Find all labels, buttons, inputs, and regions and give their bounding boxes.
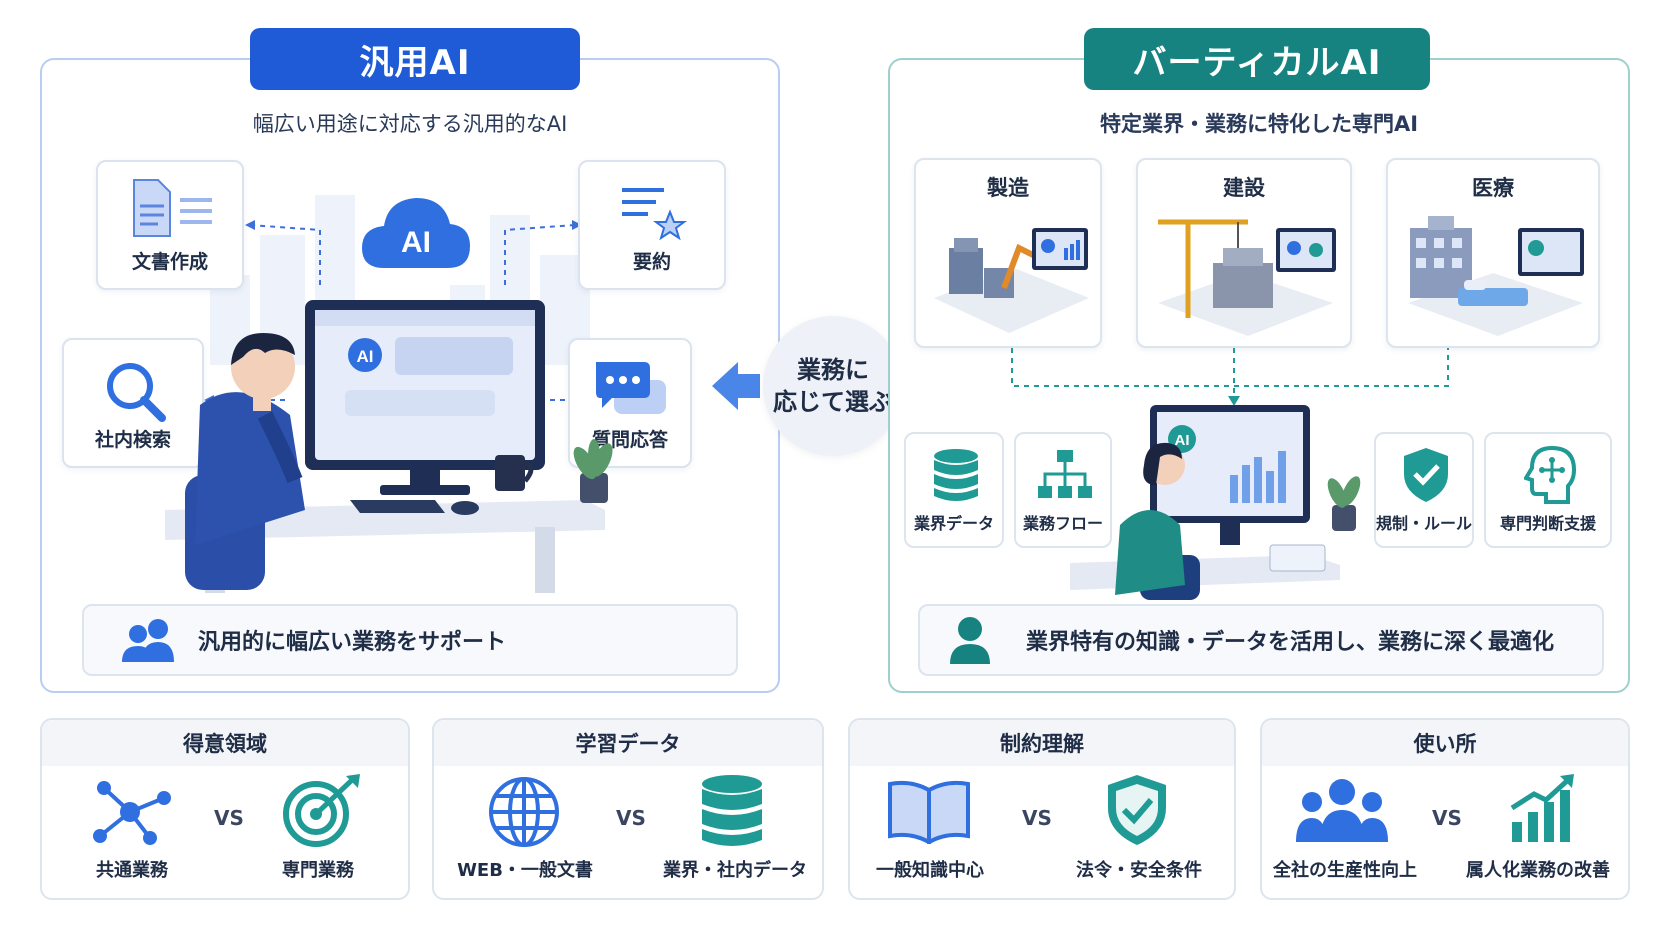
- specialist-worker-illustration: AI: [1070, 405, 1361, 600]
- sector-manufacturing-label: 製造: [987, 176, 1029, 200]
- internal-search-label: 社内検索: [94, 429, 171, 451]
- hospital-illustration: [1408, 216, 1584, 336]
- comparison-training-data-right: 業界・社内データ: [663, 860, 807, 881]
- users-icon: [122, 619, 174, 662]
- comparison-use-case-left: 全社の生産性向上: [1273, 860, 1417, 881]
- office-worker-illustration: AI: [165, 300, 613, 593]
- summary-list-icon: [622, 188, 687, 240]
- comparison-training-data: 学習データ VS WEB・一般文書 業界・社内データ: [432, 718, 824, 900]
- comparison-constraints-head: 制約理解: [850, 720, 1234, 766]
- sector-construction-label: 建設: [1223, 176, 1265, 200]
- doc-creation-card[interactable]: 文書作成: [96, 160, 244, 290]
- vertical-ai-subtitle: 特定業界・業務に特化した専門AI: [1099, 112, 1419, 136]
- comparison-strength-head: 得意領域: [42, 720, 408, 766]
- sector-connectors: [1011, 348, 1449, 406]
- general-ai-title: 汎用AI: [250, 28, 580, 90]
- growth-chart-icon: [1510, 774, 1574, 842]
- target-icon: [283, 774, 360, 847]
- general-ai-footer-text: 汎用的に幅広い業務をサポート: [198, 630, 507, 655]
- comparison-strength: 得意領域 VS 共通業務 専門業務: [40, 718, 410, 900]
- comparison-strength-right: 専門業務: [282, 860, 354, 881]
- comparison-constraints-left: 一般知識中心: [876, 860, 984, 881]
- brain-head-icon: [1524, 446, 1576, 504]
- flowchart-icon: [1038, 450, 1092, 498]
- comparison-training-data-vs: VS: [616, 806, 646, 830]
- svg-text:AI: AI: [401, 226, 431, 259]
- comparison-constraints: 制約理解 VS 一般知識中心 法令・安全条件: [848, 718, 1236, 900]
- sector-manufacturing[interactable]: 製造: [914, 158, 1102, 348]
- doc-creation-label: 文書作成: [131, 251, 208, 273]
- globe-icon: [489, 777, 559, 847]
- general-ai-subtitle: 幅広い用途に対応する汎用的なAI: [252, 112, 568, 136]
- database-icon: [934, 449, 978, 501]
- shield-check-large-icon: [1108, 775, 1166, 845]
- center-line-1: 業務に: [797, 355, 869, 384]
- summary-card[interactable]: 要約: [578, 160, 726, 290]
- database-stack-icon: [702, 775, 762, 846]
- industry-data-card[interactable]: 業界データ: [904, 432, 1004, 548]
- ai-cloud-icon: AI: [362, 198, 470, 268]
- comparison-constraints-vs: VS: [1022, 806, 1052, 830]
- user-icon: [950, 617, 990, 664]
- rules-label: 規制・ルール: [1376, 514, 1473, 533]
- choose-by-task-circle: 業務に応じて選ぶ: [763, 316, 903, 456]
- workflow-card[interactable]: 業務フロー: [1014, 432, 1112, 548]
- shield-check-icon: [1404, 448, 1448, 502]
- magnifier-icon: [107, 363, 166, 422]
- sector-medical[interactable]: 医療: [1386, 158, 1600, 348]
- comparison-use-case: 使い所 VS 全社の生産性向上 属人化業務の改善: [1260, 718, 1630, 900]
- comparison-training-data-head: 学習データ: [434, 720, 822, 766]
- team-icon: [1296, 779, 1388, 842]
- sector-medical-label: 医療: [1472, 176, 1514, 200]
- expert-judgment-label: 専門判断支援: [1499, 514, 1596, 533]
- document-icon: [133, 179, 212, 237]
- summary-label: 要約: [632, 251, 671, 273]
- expert-judgment-card[interactable]: 専門判断支援: [1484, 432, 1612, 548]
- open-book-icon: [888, 780, 970, 844]
- comparison-strength-vs: VS: [214, 806, 244, 830]
- construction-illustration: [1158, 219, 1336, 336]
- comparison-use-case-head: 使い所: [1262, 720, 1628, 766]
- general-ai-footer: 汎用的に幅広い業務をサポート: [82, 604, 738, 676]
- factory-illustration: [934, 228, 1089, 333]
- comparison-constraints-right: 法令・安全条件: [1076, 860, 1202, 881]
- comparison-training-data-left: WEB・一般文書: [457, 860, 593, 881]
- network-nodes-icon: [93, 781, 171, 845]
- center-line-2: 応じて選ぶ: [773, 388, 893, 416]
- internal-search-card[interactable]: 社内検索: [62, 338, 204, 468]
- comparison-use-case-vs: VS: [1432, 806, 1462, 830]
- comparison-use-case-right: 属人化業務の改善: [1466, 860, 1610, 881]
- chat-bubbles-icon: [596, 362, 666, 414]
- workflow-label: 業務フロー: [1022, 514, 1103, 533]
- vertical-ai-title: バーティカルAI: [1084, 28, 1430, 90]
- sector-construction[interactable]: 建設: [1136, 158, 1352, 348]
- vertical-ai-footer: 業界特有の知識・データを活用し、業務に深く最適化: [918, 604, 1604, 676]
- industry-data-label: 業界データ: [913, 514, 994, 533]
- vertical-ai-footer-text: 業界特有の知識・データを活用し、業務に深く最適化: [1026, 630, 1555, 655]
- svg-text:AI: AI: [357, 347, 374, 366]
- svg-text:AI: AI: [1175, 432, 1190, 449]
- comparison-strength-left: 共通業務: [96, 860, 168, 881]
- rules-card[interactable]: 規制・ルール: [1374, 432, 1474, 548]
